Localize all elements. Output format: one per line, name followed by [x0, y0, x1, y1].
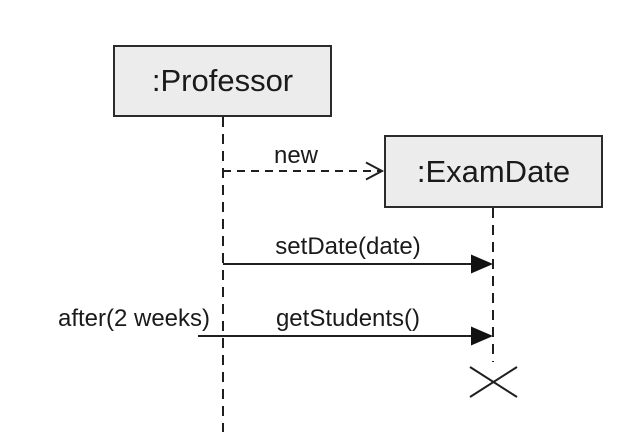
- object-label-professor: :Professor: [151, 63, 294, 98]
- object-box-professor: :Professor: [113, 45, 332, 117]
- message-label-new: new: [273, 142, 319, 169]
- filled-arrowhead-icon: [471, 326, 493, 346]
- constraint-label-after-2-weeks: after(2 weeks): [57, 305, 211, 332]
- object-box-examdate: :ExamDate: [384, 135, 603, 208]
- message-label-setdate: setDate(date): [275, 233, 421, 260]
- destruction-x-icon: [469, 366, 518, 398]
- object-label-examdate: :ExamDate: [416, 153, 571, 189]
- open-arrowhead-icon: [365, 161, 385, 181]
- message-label-getstudents: getStudents(): [275, 305, 421, 332]
- filled-arrowhead-icon: [471, 254, 493, 274]
- destruction-x-stroke: [469, 366, 518, 398]
